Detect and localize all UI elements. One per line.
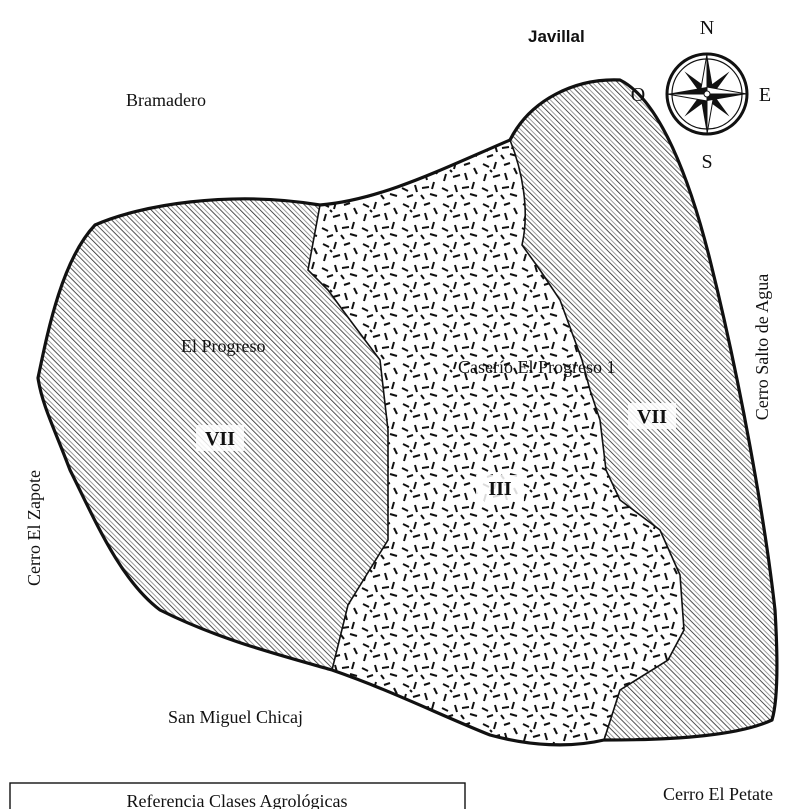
legend-title: Referencia Clases Agrológicas xyxy=(127,791,348,809)
boundary-west xyxy=(307,204,389,671)
area-outline xyxy=(36,78,779,747)
boundary-east xyxy=(509,139,685,741)
place-label-north: Javillal xyxy=(528,27,585,46)
class-label-center-group: III xyxy=(476,475,524,501)
place-label-west: Cerro El Zapote xyxy=(24,470,44,586)
compass-rose-icon xyxy=(665,52,749,136)
place-label-east: Cerro Salto de Agua xyxy=(752,274,772,420)
class-label-east-group: VII xyxy=(628,403,676,429)
legend-box: Referencia Clases Agrológicas xyxy=(9,782,466,809)
zone-iii-center xyxy=(308,140,684,745)
class-label-west-group: VII xyxy=(196,425,244,451)
class-label-west: VII xyxy=(205,428,235,450)
place-label-northwest: Bramadero xyxy=(126,90,206,110)
compass-north-label: N xyxy=(700,17,714,39)
compass-south-label: S xyxy=(701,151,712,173)
settlement-label-center: Caserío El Progreso 1 xyxy=(458,357,615,377)
settlement-label-west: El Progreso xyxy=(181,336,266,356)
place-label-southeast: Cerro El Petate xyxy=(663,784,773,804)
class-label-east: VII xyxy=(637,406,667,428)
place-label-south: San Miguel Chicaj xyxy=(168,707,303,727)
compass-east-label: E xyxy=(759,84,771,106)
compass-west-label: O xyxy=(631,84,645,106)
class-label-center: III xyxy=(488,478,512,500)
